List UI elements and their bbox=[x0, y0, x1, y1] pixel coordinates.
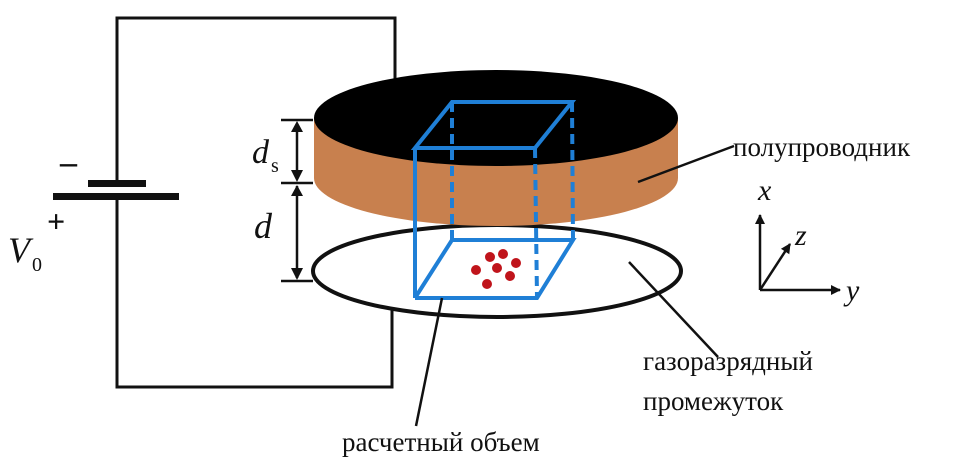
battery-plus-sign: + bbox=[47, 203, 65, 239]
dimension-d bbox=[281, 186, 313, 283]
leader-lines bbox=[414, 144, 735, 427]
axis-y-label: y bbox=[843, 274, 860, 307]
dimension-ds bbox=[281, 118, 313, 185]
computational-volume-box bbox=[410, 100, 577, 300]
battery bbox=[53, 180, 179, 200]
coordinate-axes bbox=[755, 214, 841, 295]
semiconductor-label: полупроводник bbox=[733, 132, 911, 162]
particles bbox=[471, 249, 521, 289]
axis-z-label: z bbox=[794, 219, 807, 252]
semiconductor-disc bbox=[314, 70, 678, 226]
circuit-wire bbox=[115, 16, 397, 389]
battery-minus-sign: – bbox=[59, 144, 78, 181]
voltage-label: V bbox=[8, 230, 34, 270]
voltage-subscript: 0 bbox=[32, 254, 42, 276]
ds-subscript: s bbox=[271, 155, 279, 177]
d-label: d bbox=[254, 206, 273, 246]
computational-volume-label: расчетный объем bbox=[342, 427, 540, 457]
ds-label: d bbox=[252, 134, 270, 171]
gas-gap-label-line1: газоразрядный bbox=[643, 346, 813, 376]
gas-gap-label-line2: промежуток bbox=[643, 386, 784, 416]
axis-x-label: x bbox=[757, 174, 772, 207]
